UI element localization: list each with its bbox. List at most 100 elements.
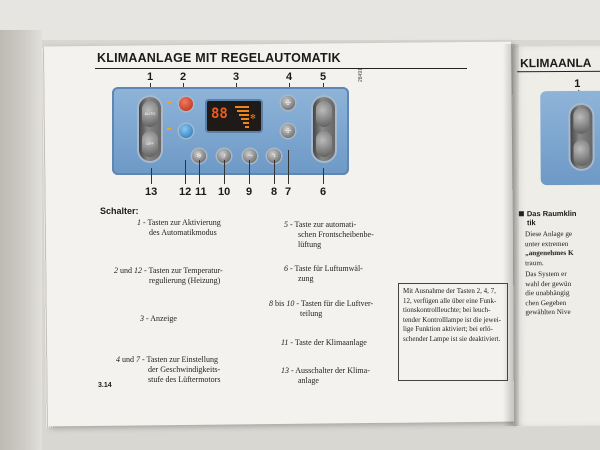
- item-text: - Ausschalter der Klima-: [289, 366, 370, 375]
- defrost-button-icon: [316, 101, 332, 127]
- callout-1: 1: [147, 71, 154, 83]
- callout-9: 9: [246, 186, 253, 198]
- callout-6: 6: [320, 186, 327, 198]
- right-paragraph-2: Das System er wahl der gewün die unabhän…: [525, 270, 571, 318]
- note-line: tender Kontrolllampe ist die jewei-: [403, 315, 501, 324]
- leader-line: [224, 160, 225, 184]
- item-key: 10: [286, 299, 295, 308]
- temperature-down-knob-icon: [179, 124, 193, 138]
- leader-line: [323, 168, 324, 184]
- right-para1-line: traum.: [525, 258, 544, 267]
- item-key: 12: [134, 266, 142, 275]
- leader-line: [249, 160, 250, 184]
- item-text: - Tasten zur Aktivierung: [141, 218, 221, 227]
- title-rule: [95, 68, 467, 69]
- note-line: Mit Ausnahme der Tasten 2, 4, 7,: [403, 287, 496, 295]
- right-section-heading: Das Raumklin tik: [518, 208, 577, 228]
- off-button-icon: OFF: [142, 131, 158, 157]
- item-text: regulierung (Heizung): [149, 276, 221, 285]
- airflow-feet-button-icon: ⤵: [267, 149, 281, 163]
- right-para2-line: die unabhängig: [525, 289, 570, 298]
- item-key: 1: [137, 218, 141, 227]
- right-page: KLIMAANLA 1 Das Raumklin tik Diese Anlag…: [512, 45, 600, 427]
- item-text: teilung: [300, 309, 323, 318]
- indicator-led: [167, 128, 171, 130]
- right-heading-line2: tik: [526, 218, 536, 228]
- description-item: 1 - Tasten zur Aktivierung des Automatik…: [137, 218, 247, 238]
- right-para2-line: chen Gegeben: [525, 298, 567, 307]
- item-text: - Taste der Klimaanlage: [288, 338, 367, 347]
- ac-button-icon: ❄: [192, 149, 206, 163]
- display-level-bars: [235, 104, 249, 128]
- item-text: zung: [298, 274, 314, 283]
- item-key: 11: [281, 338, 289, 347]
- airflow-windshield-button-icon: ⤴: [217, 149, 231, 163]
- description-item: 5 - Taste zur automati- schen Frontschei…: [284, 220, 404, 250]
- fan-icon: ✻: [250, 113, 256, 121]
- item-key: 2: [114, 266, 118, 275]
- leader-line: [288, 150, 289, 184]
- indicator-led: [167, 101, 171, 103]
- section-heading: Schalter:: [100, 206, 139, 216]
- right-page-title: KLIMAANLA: [520, 55, 592, 71]
- level-bar: [241, 118, 249, 120]
- item-key: 5: [284, 220, 288, 229]
- right-para2-line: wahl der gewün: [525, 279, 572, 288]
- item-text: bis: [273, 299, 287, 308]
- table-background: [0, 0, 600, 40]
- temperature-up-knob-icon: [179, 97, 193, 111]
- callout-5: 5: [320, 71, 327, 83]
- right-para1-line: „angenehmes K: [525, 249, 574, 258]
- climate-control-panel-image: AUTO OFF 88 ✻ ✣ ✣ ❄ ⤴ ⤳ ⤵: [112, 87, 349, 175]
- airflow-face-button-icon: ⤳: [243, 149, 257, 163]
- description-item: 4 und 7 - Tasten zur Einstellung der Ges…: [116, 355, 256, 385]
- level-bar: [239, 114, 249, 116]
- right-para1-line: Diese Anlage ge: [524, 229, 573, 239]
- leader-line: [151, 168, 152, 184]
- item-text: schen Frontscheibenbe-: [298, 230, 374, 239]
- right-paragraph-1: Diese Anlage ge unter extremen „angenehm…: [525, 230, 574, 269]
- right-heading-line1: Das Raumklin: [526, 208, 577, 219]
- item-text: - Tasten zur Einstellung: [140, 355, 218, 364]
- callout-10: 10: [218, 186, 231, 198]
- callout-12: 12: [179, 186, 192, 198]
- item-text: lüftung: [298, 240, 322, 249]
- right-control-panel-image: [540, 90, 600, 186]
- note-box: Mit Ausnahme der Tasten 2, 4, 7, 12, ver…: [398, 283, 508, 381]
- description-item: 3 - Anzeige: [140, 314, 250, 324]
- right-para2-line: Das System er: [525, 269, 567, 279]
- auto-button-icon: AUTO: [142, 101, 158, 127]
- item-key: 8: [269, 299, 273, 308]
- item-text: - Tasten für die Luftver-: [294, 299, 374, 308]
- item-text: - Taste zur automati-: [288, 220, 357, 229]
- fan-down-knob-icon: ✣: [281, 124, 295, 138]
- callout-4: 4: [286, 71, 293, 83]
- item-text: der Geschwindigkeits-: [148, 365, 221, 374]
- figure-code: 28491: [358, 68, 364, 82]
- note-line: lige Funktion aktiviert; bei erlö-: [403, 325, 493, 333]
- item-key: 7: [136, 355, 140, 364]
- item-text: und: [120, 355, 136, 364]
- description-item: 8 bis 10 - Tasten für die Luftver- teilu…: [269, 299, 399, 319]
- item-text: und: [118, 266, 134, 275]
- description-item: 6 - Taste für Luftumwäl- zung: [284, 264, 404, 284]
- item-text: - Taste für Luftumwäl-: [288, 264, 363, 273]
- fan-up-knob-icon: ✣: [281, 96, 295, 110]
- item-key: 13: [281, 366, 289, 375]
- description-item: 11 - Taste der Klimaanlage: [281, 338, 401, 348]
- rocker-switch-right: [313, 97, 335, 161]
- leader-line: [274, 160, 275, 184]
- display-digits: 88: [211, 106, 228, 122]
- level-bar: [245, 126, 249, 128]
- note-line: 12, verfügen alle über eine Funk-: [403, 296, 497, 305]
- description-item: 2 und 12 - Tasten zur Temperatur- reguli…: [114, 266, 254, 286]
- item-key: 6: [284, 264, 288, 273]
- page-number: 3.14: [98, 382, 112, 389]
- callout-8: 8: [271, 186, 278, 198]
- item-key: 4: [116, 355, 120, 364]
- level-bar: [243, 122, 249, 124]
- description-item: 13 - Ausschalter der Klima- anlage: [281, 366, 401, 386]
- right-rocker-switch: [570, 104, 593, 169]
- callout-11: 11: [195, 186, 207, 198]
- note-line: schender Lampe ist sie deaktiviert.: [403, 334, 501, 343]
